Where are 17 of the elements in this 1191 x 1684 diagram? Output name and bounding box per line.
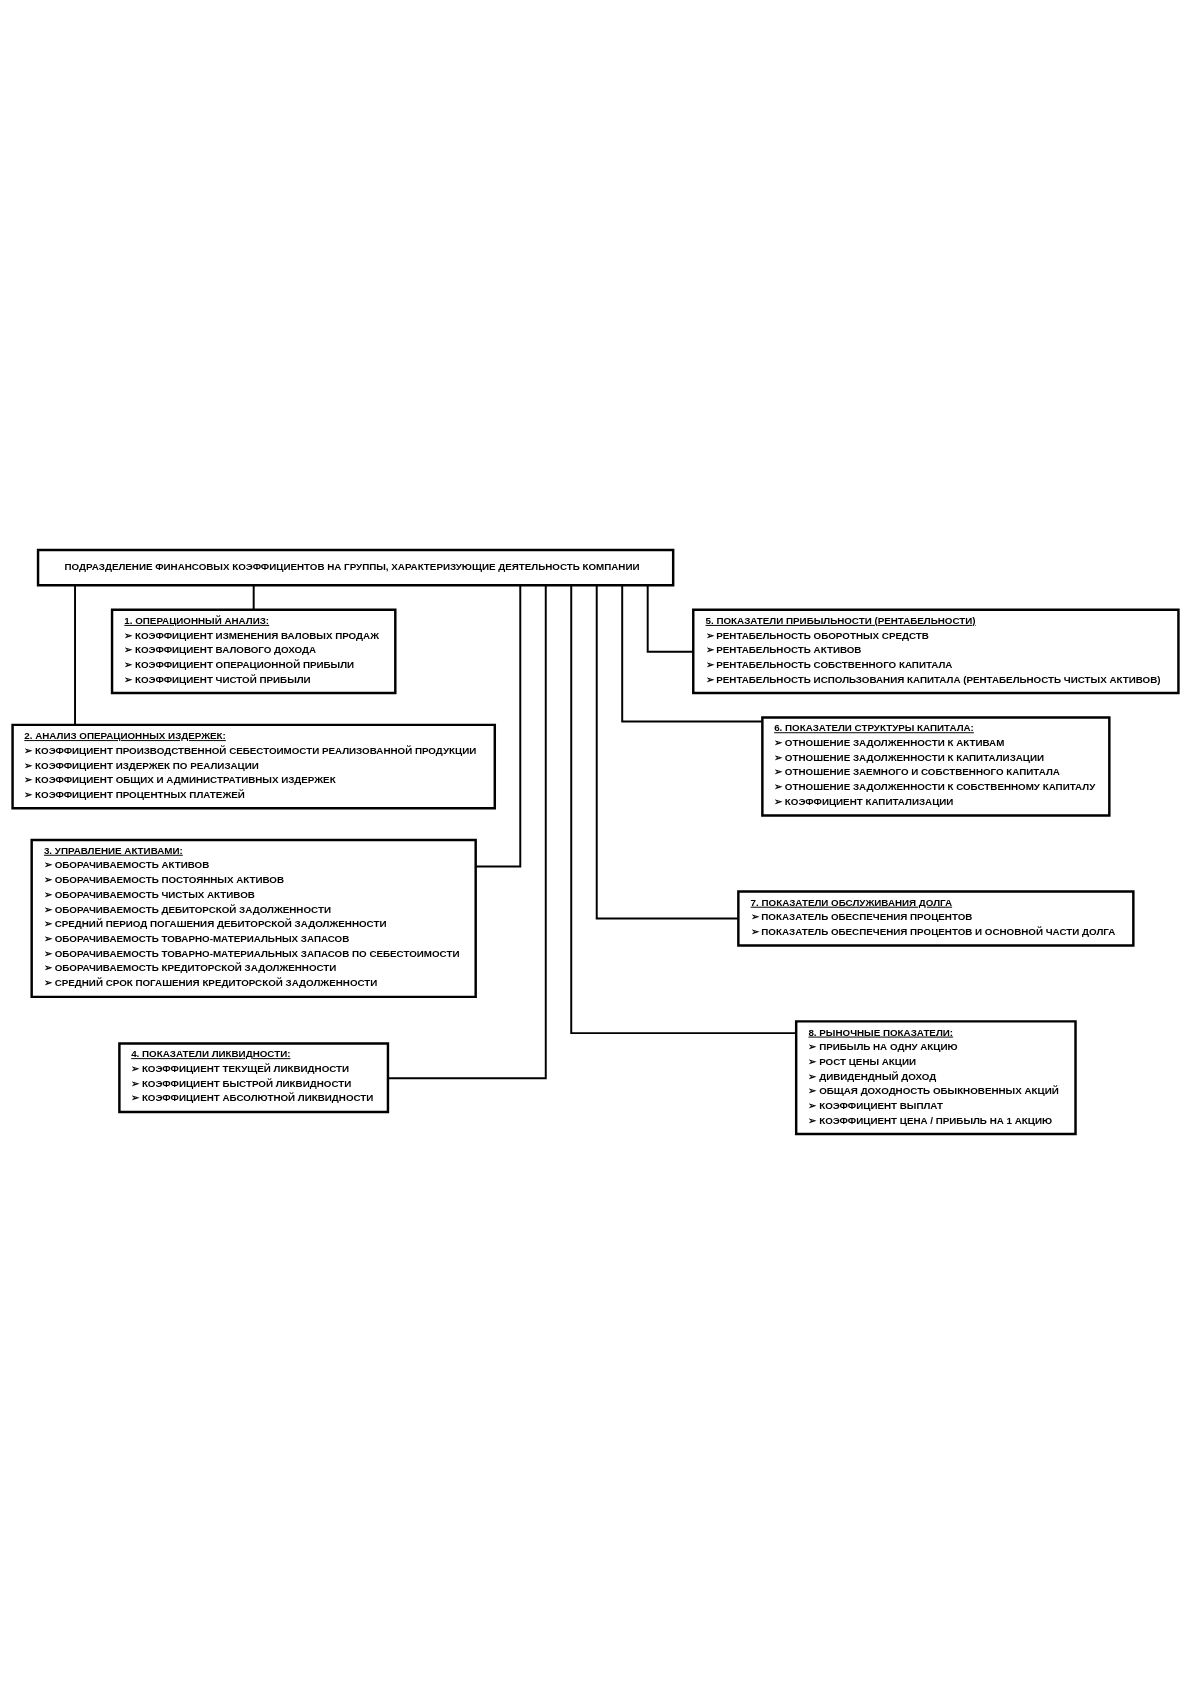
node-box: 2. АНАЛИЗ ОПЕРАЦИОННЫХ ИЗДЕРЖЕК: ➢ КОЭФФИЦИЕНТ ПРОИЗВОДСТВЕННОЙ СЕБЕСТОИМОСТИ РЕАЛИЗОВАННОЙ ПРОДУКЦИИ ➢ КОЭФФИЦИЕНТ ИЗДЕРЖЕК ПО РЕАЛИЗАЦИИ ➢ КОЭФФИЦИЕНТ ОБЩИХ И АДМИНИСТРАТИВНЫХ ИЗДЕРЖЕК ➢ КОЭФФИЦИЕНТ ПРОЦЕНТНЫХ ПЛАТЕЖЕЙ: [11, 723, 496, 810]
node-box: 4. ПОКАЗАТЕЛИ ЛИКВИДНОСТИ: ➢ КОЭФФИЦИЕНТ ТЕКУЩЕЙ ЛИКВИДНОСТИ ➢ КОЭФФИЦИЕНТ БЫСТРОЙ ЛИКВИДНОСТИ ➢ КОЭФФИЦИЕНТ АБСОЛЮТНОЙ ЛИКВИДНОСТИ: [118, 1042, 390, 1114]
connector: [646, 584, 694, 653]
node-box: ПОДРАЗДЕЛЕНИЕ ФИНАНСОВЫХ КОЭФФИЦИЕНТОВ НА ГРУППЫ, ХАРАКТЕРИЗУЮЩИЕ ДЕЯТЕЛЬНОСТЬ КОМПАНИИ: [36, 548, 675, 587]
node-box: 8. РЫНОЧНЫЕ ПОКАЗАТЕЛИ: ➢ ПРИБЫЛЬ НА ОДНУ АКЦИЮ ➢ РОСТ ЦЕНЫ АКЦИИ ➢ ДИВИДЕНДНЫЙ ДОХОД ➢ ОБЩАЯ ДОХОДНОСТЬ ОБЫКНОВЕННЫХ АКЦИЙ ➢ КОЭФФИЦИЕНТ ВЫПЛАТ ➢ КОЭФФИЦИЕНТ ЦЕНА / ПРИБЫЛЬ НА 1 АКЦИЮ: [794, 1020, 1077, 1136]
connector: [252, 584, 255, 611]
node-box: 3. УПРАВЛЕНИЕ АКТИВАМИ: ➢ ОБОРАЧИВАЕМОСТЬ АКТИВОВ ➢ ОБОРАЧИВАЕМОСТЬ ПОСТОЯННЫХ АКТИВОВ ➢ ОБОРАЧИВАЕМОСТЬ ЧИСТЫХ АКТИВОВ ➢ ОБОРАЧИВАЕМОСТЬ ДЕБИТОРСКОЙ ЗАДОЛЖЕННОСТИ ➢ СРЕДНИЙ ПЕРИОД ПОГАШЕНИЯ ДЕБИТОРСКОЙ ЗАДОЛЖЕННОСТИ ➢ ОБОРАЧИВАЕМОСТЬ ТОВАРНО-МАТЕРИАЛЬНЫХ ЗАПАСОВ ➢ ОБОРАЧИВАЕМОСТЬ ТОВАРНО-МАТЕРИАЛЬНЫХ ЗАПАСОВ ПО СЕБЕСТОИМОСТИ ➢ ОБОРАЧИВАЕМОСТЬ КРЕДИТОРСКОЙ ЗАДОЛЖЕННОСТИ ➢ СРЕДНИЙ СРОК ПОГАШЕНИЯ КРЕДИТОРСКОЙ ЗАДОЛЖЕННОСТИ: [30, 838, 477, 999]
connector: [595, 584, 740, 920]
connector: [387, 584, 547, 1080]
connector: [570, 584, 797, 1035]
connector: [621, 584, 764, 723]
node-box: 7. ПОКАЗАТЕЛИ ОБСЛУЖИВАНИЯ ДОЛГА ➢ ПОКАЗАТЕЛЬ ОБЕСПЕЧЕНИЯ ПРОЦЕНТОВ ➢ ПОКАЗАТЕЛЬ ОБЕСПЕЧЕНИЯ ПРОЦЕНТОВ И ОСНОВНОЙ ЧАСТИ ДОЛГА: [737, 890, 1135, 947]
connector: [74, 584, 77, 726]
connector: [474, 584, 522, 868]
node-box: 5. ПОКАЗАТЕЛИ ПРИБЫЛЬНОСТИ (РЕНТАБЕЛЬНОСТИ) ➢ РЕНТАБЕЛЬНОСТЬ ОБОРОТНЫХ СРЕДСТВ ➢ РЕНТАБЕЛЬНОСТЬ АКТИВОВ ➢ РЕНТАБЕЛЬНОСТЬ СОБСТВЕННОГО КАПИТАЛА ➢ РЕНТАБЕЛЬНОСТЬ ИСПОЛЬЗОВАНИЯ КАПИТАЛА (РЕНТАБЕЛЬНОСТЬ ЧИСТЫХ АКТИВОВ): [692, 608, 1180, 695]
node-box: 1. ОПЕРАЦИОННЫЙ АНАЛИЗ: ➢ КОЭФФИЦИЕНТ ИЗМЕНЕНИЯ ВАЛОВЫХ ПРОДАЖ ➢ КОЭФФИЦИЕНТ ВАЛОВОГО ДОХОДА ➢ КОЭФФИЦИЕНТ ОПЕРАЦИОННОЙ ПРИБЫЛИ ➢ КОЭФФИЦИЕНТ ЧИСТОЙ ПРИБЫЛИ: [110, 608, 397, 695]
node-box: 6. ПОКАЗАТЕЛИ СТРУКТУРЫ КАПИТАЛА: ➢ ОТНОШЕНИЕ ЗАДОЛЖЕННОСТИ К АКТИВАМ ➢ ОТНОШЕНИЕ ЗАДОЛЖЕННОСТИ К КАПИТАЛИЗАЦИИ ➢ ОТНОШЕНИЕ ЗАЕМНОГО И СОБСТВЕННОГО КАПИТАЛА ➢ ОТНОШЕНИЕ ЗАДОЛЖЕННОСТИ К СОБСТВЕННОМУ КАПИТАЛУ ➢ КОЭФФИЦИЕНТ КАПИТАЛИЗАЦИИ: [761, 716, 1111, 817]
